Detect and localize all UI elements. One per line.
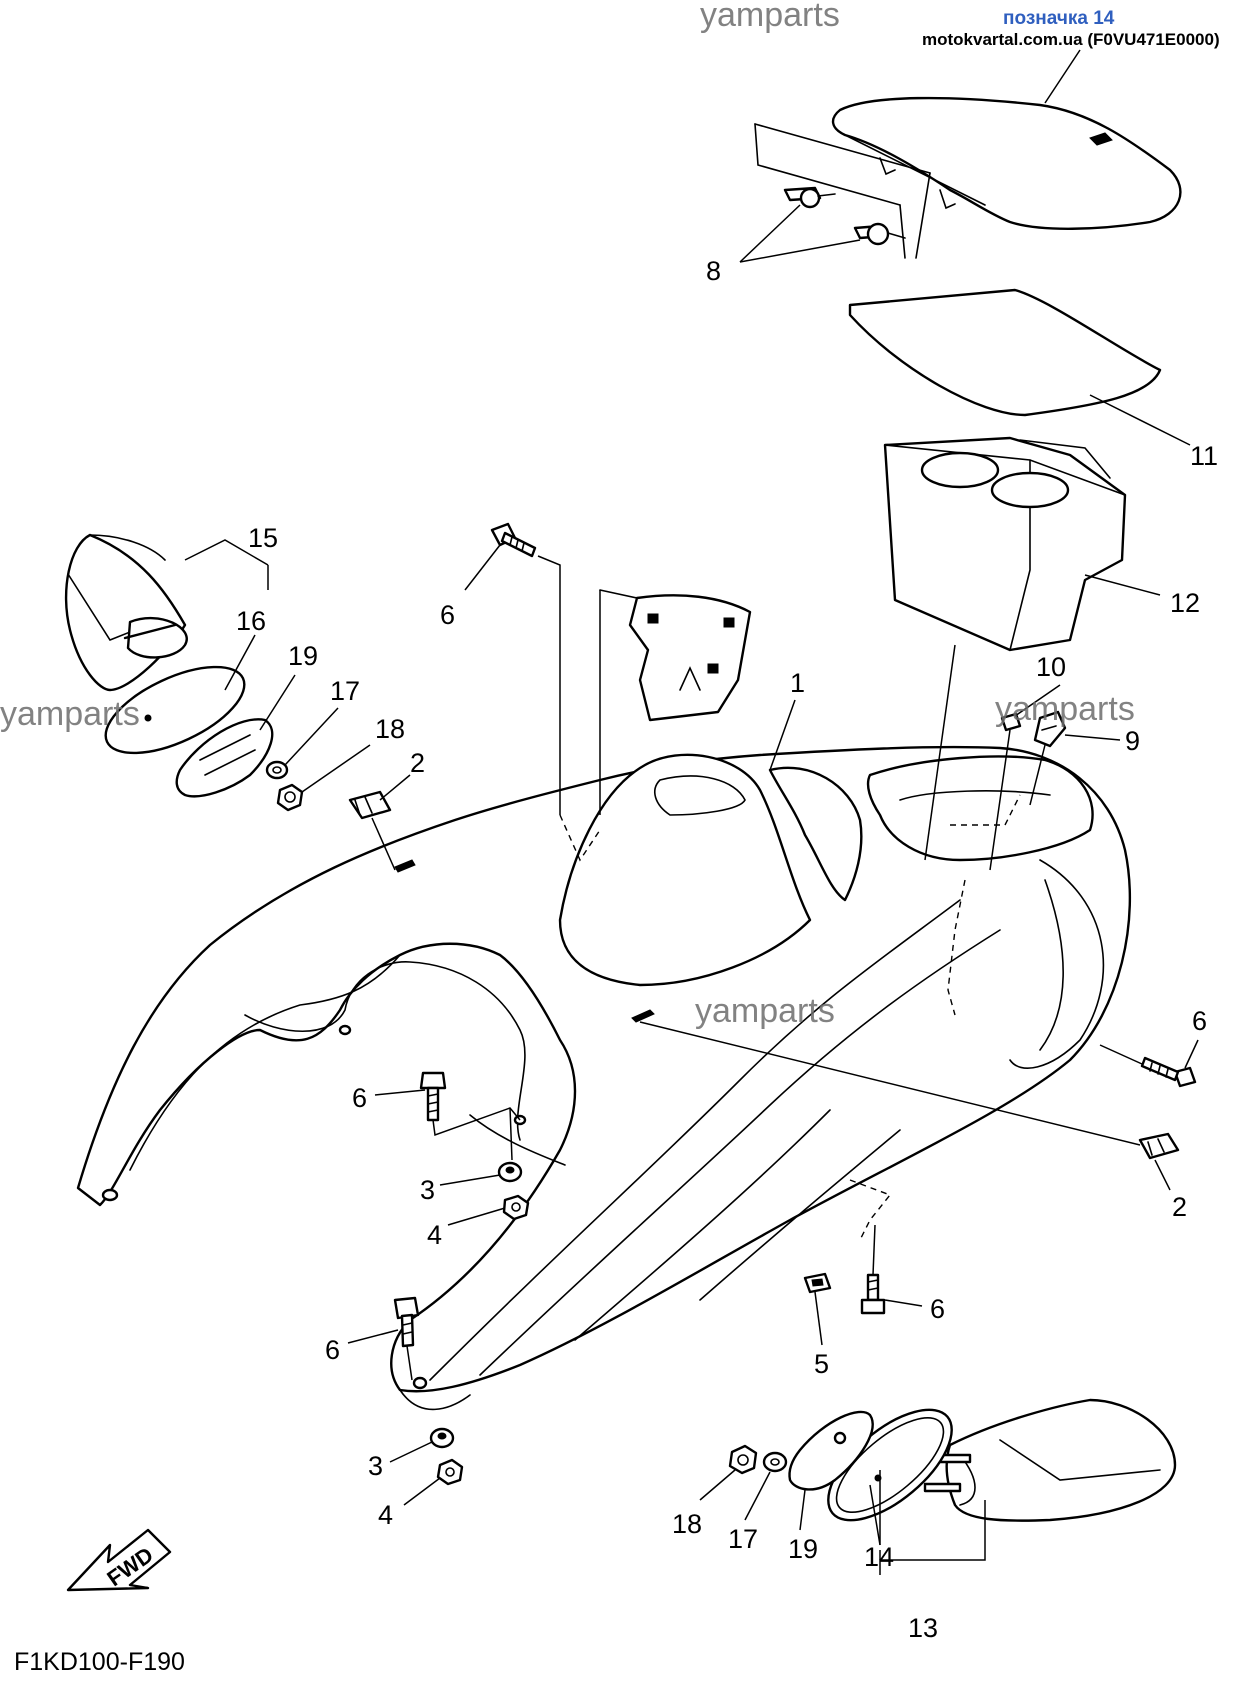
callout-3-upper: 3 <box>420 1175 435 1205</box>
seat-latches-part-8 <box>754 123 931 259</box>
callout-12: 12 <box>1170 588 1200 618</box>
callout-8: 8 <box>706 256 721 286</box>
callout-9: 9 <box>1125 726 1140 756</box>
callout-19-left: 19 <box>288 641 318 671</box>
callout-1: 1 <box>790 668 805 698</box>
clip-part-2-left <box>348 790 392 820</box>
diagram-code: F1KD100-F190 <box>14 1648 185 1676</box>
callout-15: 15 <box>248 523 278 553</box>
clip-part-5 <box>803 1272 832 1294</box>
right-light-washer-part-17 <box>762 1451 788 1473</box>
screw-part-10 <box>1000 712 1022 732</box>
washer-part-3-upper <box>497 1161 523 1183</box>
callout-4-lower: 4 <box>378 1500 393 1530</box>
washer-part-3-lower <box>429 1427 455 1449</box>
callout-11: 11 <box>1190 441 1218 471</box>
left-light-lens-part-16 <box>104 665 246 755</box>
bolt-part-6-top <box>490 522 537 558</box>
callout-4-upper: 4 <box>427 1220 442 1250</box>
watermark-top: yamparts <box>700 0 840 34</box>
nut-part-4-upper <box>502 1194 530 1221</box>
callout-13: 13 <box>908 1613 938 1643</box>
bolt-part-6-mid <box>419 1071 447 1122</box>
callout-14: 14 <box>864 1542 894 1572</box>
right-light-assembly-part-13 <box>923 1398 1177 1522</box>
callout-10: 10 <box>1036 652 1066 682</box>
callout-18-left: 18 <box>375 714 405 744</box>
callout-6-right: 6 <box>1192 1006 1207 1036</box>
left-light-assembly-part-15 <box>64 533 188 692</box>
seat-bracket <box>599 589 752 722</box>
bolt-part-6-lower <box>393 1296 420 1348</box>
seat-pad-part-11 <box>848 288 1162 417</box>
callout-6-lower: 6 <box>325 1335 340 1365</box>
site-and-code: motokvartal.com.ua (F0VU471E0000) <box>922 30 1220 49</box>
seat-lid <box>831 96 1182 230</box>
left-light-washer-part-17 <box>265 760 289 780</box>
fwd-arrow: FWD <box>66 1528 172 1592</box>
label-title: позначка 14 <box>1003 8 1115 29</box>
callout-2-left: 2 <box>410 748 425 778</box>
right-light-nut-part-18 <box>728 1444 758 1475</box>
callout-2-right: 2 <box>1172 1192 1187 1222</box>
bolt-part-6-bottom <box>860 1273 886 1315</box>
watermark-left: yamparts <box>0 695 140 733</box>
nut-part-4-lower <box>436 1458 464 1486</box>
callout-6-top: 6 <box>440 600 455 630</box>
hull-cover-part-1 <box>76 745 1131 1411</box>
callout-17-right: 17 <box>728 1524 758 1554</box>
callout-19-right: 19 <box>788 1534 818 1564</box>
callout-6-bottom: 6 <box>930 1294 945 1324</box>
watermark-center: yamparts <box>695 992 835 1030</box>
callout-numbers: 1 2 2 3 4 3 4 5 6 6 6 6 6 8 9 10 11 12 1… <box>236 256 1218 1643</box>
callout-18-right: 18 <box>672 1509 702 1539</box>
left-light-gasket-part-19 <box>175 718 274 798</box>
latch-part-9 <box>1033 710 1067 748</box>
callout-3-lower: 3 <box>368 1451 383 1481</box>
watermark-right: yamparts <box>995 690 1135 728</box>
callout-16: 16 <box>236 606 266 636</box>
bolt-part-6-right <box>1140 1056 1197 1088</box>
storage-box-part-12 <box>883 436 1127 652</box>
clip-part-2-right <box>1138 1132 1180 1160</box>
left-light-nut-part-18 <box>276 783 304 812</box>
leader-lines <box>184 49 1199 1575</box>
callout-17-left: 17 <box>330 676 360 706</box>
callout-5: 5 <box>814 1349 829 1379</box>
right-light-gasket-part-19 <box>788 1410 874 1491</box>
callout-6-mid: 6 <box>352 1083 367 1113</box>
